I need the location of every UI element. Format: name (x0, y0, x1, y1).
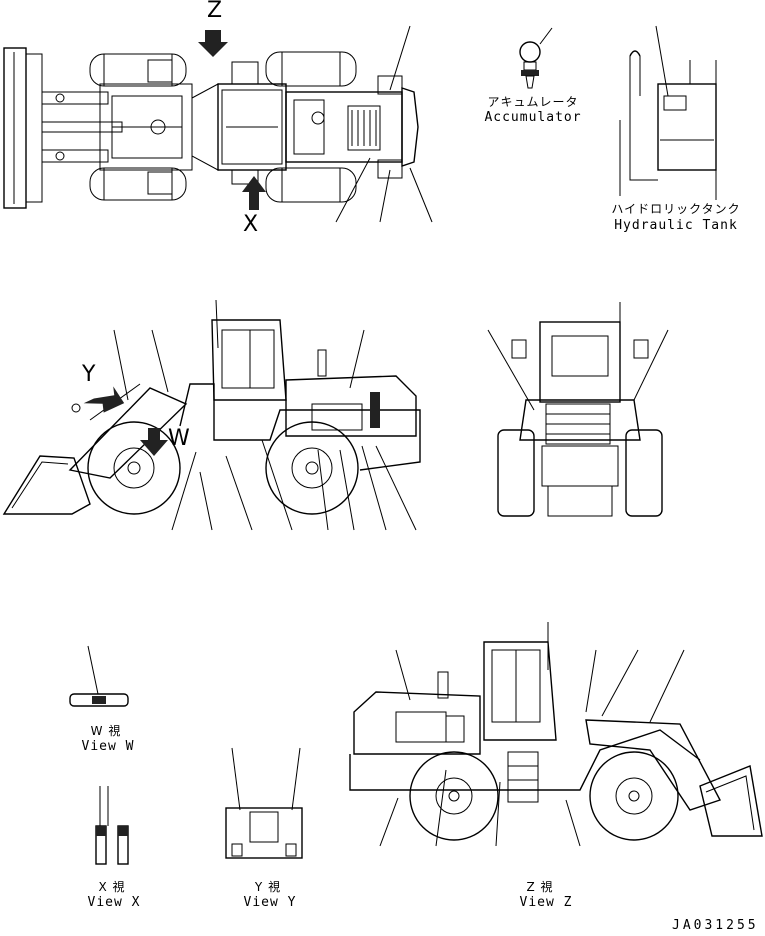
view-z-label-ja: Z 視 (526, 880, 554, 894)
view-w-label-en: View W (81, 739, 135, 754)
view-x-label-ja: X 視 (98, 880, 126, 894)
view-y-label-ja: Y 視 (254, 880, 282, 894)
rear-view (487, 302, 669, 517)
accumulator-detail (519, 27, 553, 89)
view-x-label-en: View X (87, 895, 141, 910)
arrow-x-label: X (243, 212, 259, 237)
arrow-z-label: Z (207, 0, 223, 23)
view-y-label-en: View Y (243, 895, 297, 910)
view-z-right-side (349, 622, 763, 847)
top-plan-view (3, 25, 433, 223)
accumulator-label-ja: アキュムレータ (487, 95, 579, 109)
hydraulic-tank-label-en: Hydraulic Tank (614, 218, 738, 233)
view-y-detail (225, 747, 303, 859)
arrow-w-label: W (168, 426, 190, 451)
hydraulic-tank-detail (619, 25, 717, 200)
view-x-detail (95, 786, 129, 865)
hydraulic-tank-label-ja: ハイドロリックタンク (611, 202, 741, 216)
drawing-number: JA031255 (672, 918, 759, 933)
left-side-view (2, 299, 421, 531)
accumulator-label-en: Accumulator (484, 110, 582, 125)
arrow-y-label: Y (82, 362, 96, 387)
view-w-label-ja: W 視 (90, 724, 122, 738)
view-z-label-en: View Z (519, 895, 573, 910)
view-w-detail (69, 645, 129, 707)
